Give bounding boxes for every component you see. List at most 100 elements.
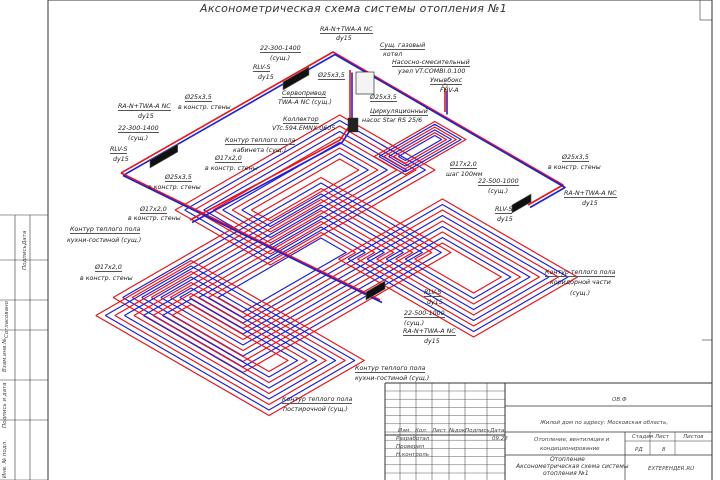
- label-pipe-sub: в констр. стены: [548, 164, 601, 171]
- label-pipe-sub: в констр. стены: [148, 184, 201, 191]
- collector-icon: [347, 117, 359, 133]
- margin-sign-date: Подпись и дата: [2, 382, 8, 428]
- label-collector-2: VTc.594.EMNX.0605: [272, 125, 336, 132]
- floor-heating-loop-laundry: [152, 292, 308, 384]
- label-pipe: Ø17x2,0: [95, 264, 122, 272]
- tb-section: Отопление, вентиляция и: [534, 437, 610, 443]
- label-rlv: RLV-S: [253, 64, 271, 72]
- floor-heating-loop-corridor: [338, 198, 579, 338]
- floor-heating-loop-kitchen-living: [160, 204, 404, 346]
- label-kitchen-dining-loop: Контур теплого пола: [355, 365, 426, 373]
- floor-heating-loop-office: [184, 119, 426, 261]
- label-radiator-right: 22-500-1000: [478, 178, 519, 186]
- tb-drawing: Отопление: [550, 456, 585, 463]
- tb-h-sign: Подпись: [465, 428, 490, 434]
- label-pipe: Ø25x3,5: [562, 154, 589, 162]
- floor-heating-loop-office: [193, 125, 417, 255]
- tb-sheet-header: Лист: [655, 434, 669, 440]
- radiator-right: [511, 193, 532, 214]
- label-dy15: dy15: [113, 156, 129, 163]
- main-pipe-upper-return: [122, 53, 566, 209]
- label-valve-right: RA-N+TWA-A NC: [564, 190, 617, 198]
- floor-heating-loop-laundry: [104, 265, 356, 411]
- label-boiler: Сущ. газовый: [380, 42, 426, 50]
- tb-sheet: 8: [662, 447, 666, 453]
- floor-heating-loop-kitchen-living: [150, 198, 414, 352]
- label-collector: Коллектор: [283, 116, 319, 124]
- floor-heating-loop-bathroom: [393, 132, 448, 164]
- floor-heating-loop-laundry: [171, 303, 289, 373]
- margin-agreed: Согласовано: [4, 301, 10, 338]
- riser-to-collector-return: [191, 72, 353, 224]
- label-fhv: FHV-A: [440, 87, 459, 94]
- floor-heating-loop-bathroom: [383, 126, 457, 170]
- floor-heating-loop-laundry: [133, 281, 327, 395]
- tb-stage-header: Стадия: [632, 434, 654, 440]
- tb-code: ОВ.Ф: [612, 397, 627, 403]
- tb-sheets-header: Листов: [683, 434, 704, 440]
- label-pump: Циркуляционный: [370, 108, 428, 116]
- main-pipe-upper-supply: [120, 51, 564, 206]
- label-existing: (сущ.): [488, 188, 509, 195]
- floor-heating-loop-corridor: [366, 214, 550, 322]
- label-dy15: dy15: [258, 74, 274, 81]
- label-dy15: dy15: [497, 216, 513, 223]
- drawing-title: Аксонометрическая схема системы отоплени…: [200, 2, 507, 15]
- label-pipe: Ø17x2,0: [215, 155, 242, 163]
- label-pipe: Ø17x2,0: [140, 206, 167, 214]
- label-existing: (сущ.): [128, 135, 149, 142]
- tb-checker: Проверил: [396, 444, 425, 450]
- floor-heating-loop-laundry: [114, 270, 346, 406]
- floor-heating-loop-corridor: [395, 231, 521, 305]
- label-pipe: Ø25x3,5: [165, 174, 192, 182]
- label-vent: Умывбокс: [430, 77, 463, 85]
- label-radiator-top: 22-300-1400: [260, 45, 301, 53]
- floor-heating-loop-office: [251, 158, 360, 222]
- main-pipe-lower-return: [122, 174, 383, 304]
- label-dy15: dy15: [336, 35, 352, 42]
- tb-stage: РД: [635, 447, 643, 453]
- floor-heating-loop-corridor: [347, 203, 569, 333]
- label-corridor-loop-2: коридорной части: [550, 279, 611, 286]
- tb-date: 09.22: [492, 436, 508, 442]
- tb-h-kol: Кол.: [415, 428, 428, 434]
- main-pipe-lower-supply: [120, 172, 381, 301]
- label-office-loop: Контур теплого пола: [225, 137, 296, 145]
- tb-developer: Разработал: [396, 436, 430, 442]
- riser-to-collector-supply: [189, 70, 351, 221]
- label-pump-2: насос Star RS 25/6: [362, 117, 423, 124]
- floor-heating-loop-corridor: [385, 225, 531, 311]
- label-existing: (сущ.): [404, 320, 425, 327]
- label-pipe-sub: в констр. стены: [128, 215, 181, 222]
- label-dy15: dy15: [138, 113, 154, 120]
- floor-heating-loop-laundry: [124, 276, 337, 400]
- label-valve-left: RA-N+TWA-A NC: [118, 103, 171, 111]
- label-corridor-loop: Контур теплого пола: [545, 269, 616, 277]
- floor-heating-loop-laundry: [143, 287, 318, 389]
- label-pipe-sub: в констр. стены: [80, 275, 133, 282]
- label-pipe: Ø25x3,5: [370, 94, 397, 102]
- floor-heating-loop-office: [241, 152, 369, 228]
- label-dy15: dy15: [424, 338, 440, 345]
- tb-org: ЕХТЕРЕНДЕR.RU: [648, 466, 695, 472]
- label-dy15: dy15: [427, 299, 443, 306]
- label-rlv: RLV-S: [110, 146, 128, 154]
- label-rlv: RLV-S: [495, 206, 513, 214]
- label-pipe-sub: в констр. стены: [205, 165, 258, 172]
- label-kitchen-loop: Контур теплого пола: [70, 226, 141, 234]
- label-pipe: Ø17x2,0: [450, 161, 477, 169]
- label-servo: Сервопривод: [282, 90, 326, 98]
- label-boiler-2: котел: [383, 51, 403, 58]
- tb-object: Жилой дом по адресу: Московская область,: [540, 420, 669, 426]
- floor-heating-loop-bathroom: [378, 123, 462, 173]
- label-valve-top: RA-N+TWA-A NC: [320, 26, 373, 34]
- label-pipe: Ø25x3,5: [318, 72, 345, 80]
- floor-heating-loop-laundry: [162, 298, 299, 378]
- margin-vz-inv: Взам.инв.№: [2, 338, 8, 372]
- floor-heating-loop-corridor: [357, 209, 560, 327]
- label-mixing-unit-2: узел VT.COMBI.0.100: [398, 68, 466, 75]
- label-corridor-loop-3: (сущ.): [570, 290, 591, 297]
- label-radiator-left: 22-300-1400: [118, 125, 159, 133]
